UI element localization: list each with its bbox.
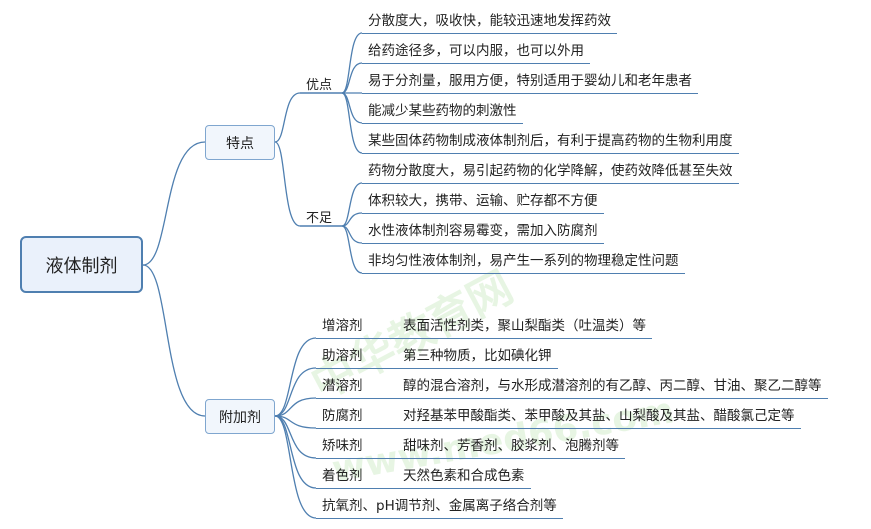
connector-disadvantages-item [341, 182, 363, 227]
connector-advantages-item [341, 62, 363, 94]
additive-name: 着色剂 [322, 468, 363, 484]
additive-item[interactable]: 矫味剂 甜味剂、芳香剂、胶浆剂、泡腾剂等 [316, 436, 625, 459]
additive-description: 天然色素和合成色素 [403, 468, 525, 484]
additive-name: 防腐剂 [322, 408, 363, 424]
additive-description: 表面活性剂类，聚山梨酯类（吐温类）等 [403, 318, 646, 334]
connector-features-disadvantages [274, 141, 301, 227]
connector-additive-item [274, 337, 317, 417]
advantages-item[interactable]: 某些固体药物制成液体制剂后，有利于提高药物的生物利用度 [362, 131, 739, 154]
connector-disadvantages-item [341, 225, 363, 274]
additive-name: 助溶剂 [322, 348, 363, 364]
additive-description: 醇的混合溶剂，与水形成潜溶剂的有乙醇、丙二醇、甘油、聚乙二醇等 [403, 378, 822, 394]
additive-name: 抗氧剂、pH调节剂、金属离子络合剂等 [322, 498, 557, 514]
additive-description: 第三种物质，比如碘化钾 [403, 348, 552, 364]
additive-description: 对羟基苯甲酸酯类、苯甲酸及其盐、山梨酸及其盐、醋酸氯己定等 [403, 408, 795, 424]
disadvantages-item[interactable]: 体积较大，携带、运输、贮存都不方便 [362, 191, 604, 214]
connector-root-additives [142, 264, 206, 417]
additive-item[interactable]: 着色剂 天然色素和合成色素 [316, 466, 531, 489]
advantages-item[interactable]: 易于分剂量，服用方便，特别适用于婴幼儿和老年患者 [362, 71, 698, 94]
additive-item[interactable]: 增溶剂 表面活性剂类，聚山梨酯类（吐温类）等 [316, 316, 652, 339]
connector-root-features [142, 141, 206, 266]
disadvantages-item[interactable]: 水性液体制剂容易霉变，需加入防腐剂 [362, 221, 604, 244]
additive-name: 增溶剂 [322, 318, 363, 334]
connector-features-advantages [274, 92, 301, 143]
additive-description: 甜味剂、芳香剂、胶浆剂、泡腾剂等 [403, 438, 619, 454]
advantages-item[interactable]: 给药途径多，可以内服，也可以外用 [362, 41, 590, 64]
disadvantages-item[interactable]: 药物分散度大，易引起药物的化学降解，使药效降低甚至失效 [362, 161, 739, 184]
additive-name: 矫味剂 [322, 438, 363, 454]
branch-additives[interactable]: 附加剂 [205, 399, 275, 434]
additive-item[interactable]: 潜溶剂 醇的混合溶剂，与水形成潜溶剂的有乙醇、丙二醇、甘油、聚乙二醇等 [316, 376, 828, 399]
root-node[interactable]: 液体制剂 [20, 236, 143, 293]
connector-additive-item [274, 367, 317, 417]
disadvantages-item[interactable]: 非均匀性液体制剂，易产生一系列的物理稳定性问题 [362, 251, 685, 274]
additive-item[interactable]: 助溶剂 第三种物质，比如碘化钾 [316, 346, 558, 369]
sub-advantages[interactable]: 优点 [306, 78, 333, 93]
advantages-item[interactable]: 分散度大，吸收快，能较迅速地发挥药效 [362, 11, 617, 34]
sub-disadvantages[interactable]: 不足 [306, 211, 333, 226]
branch-features[interactable]: 特点 [205, 125, 275, 160]
connector-additive-item [274, 397, 317, 417]
connector-additive-item [274, 415, 317, 489]
advantages-item[interactable]: 能减少某些药物的刺激性 [362, 101, 523, 124]
additive-item[interactable]: 抗氧剂、pH调节剂、金属离子络合剂等 [316, 496, 563, 519]
connector-additive-item [274, 415, 317, 459]
connector-additive-item [274, 415, 317, 519]
connector-advantages-item [341, 92, 363, 154]
additive-name: 潜溶剂 [322, 378, 363, 394]
additive-item[interactable]: 防腐剂 对羟基苯甲酸酯类、苯甲酸及其盐、山梨酸及其盐、醋酸氯己定等 [316, 406, 801, 429]
